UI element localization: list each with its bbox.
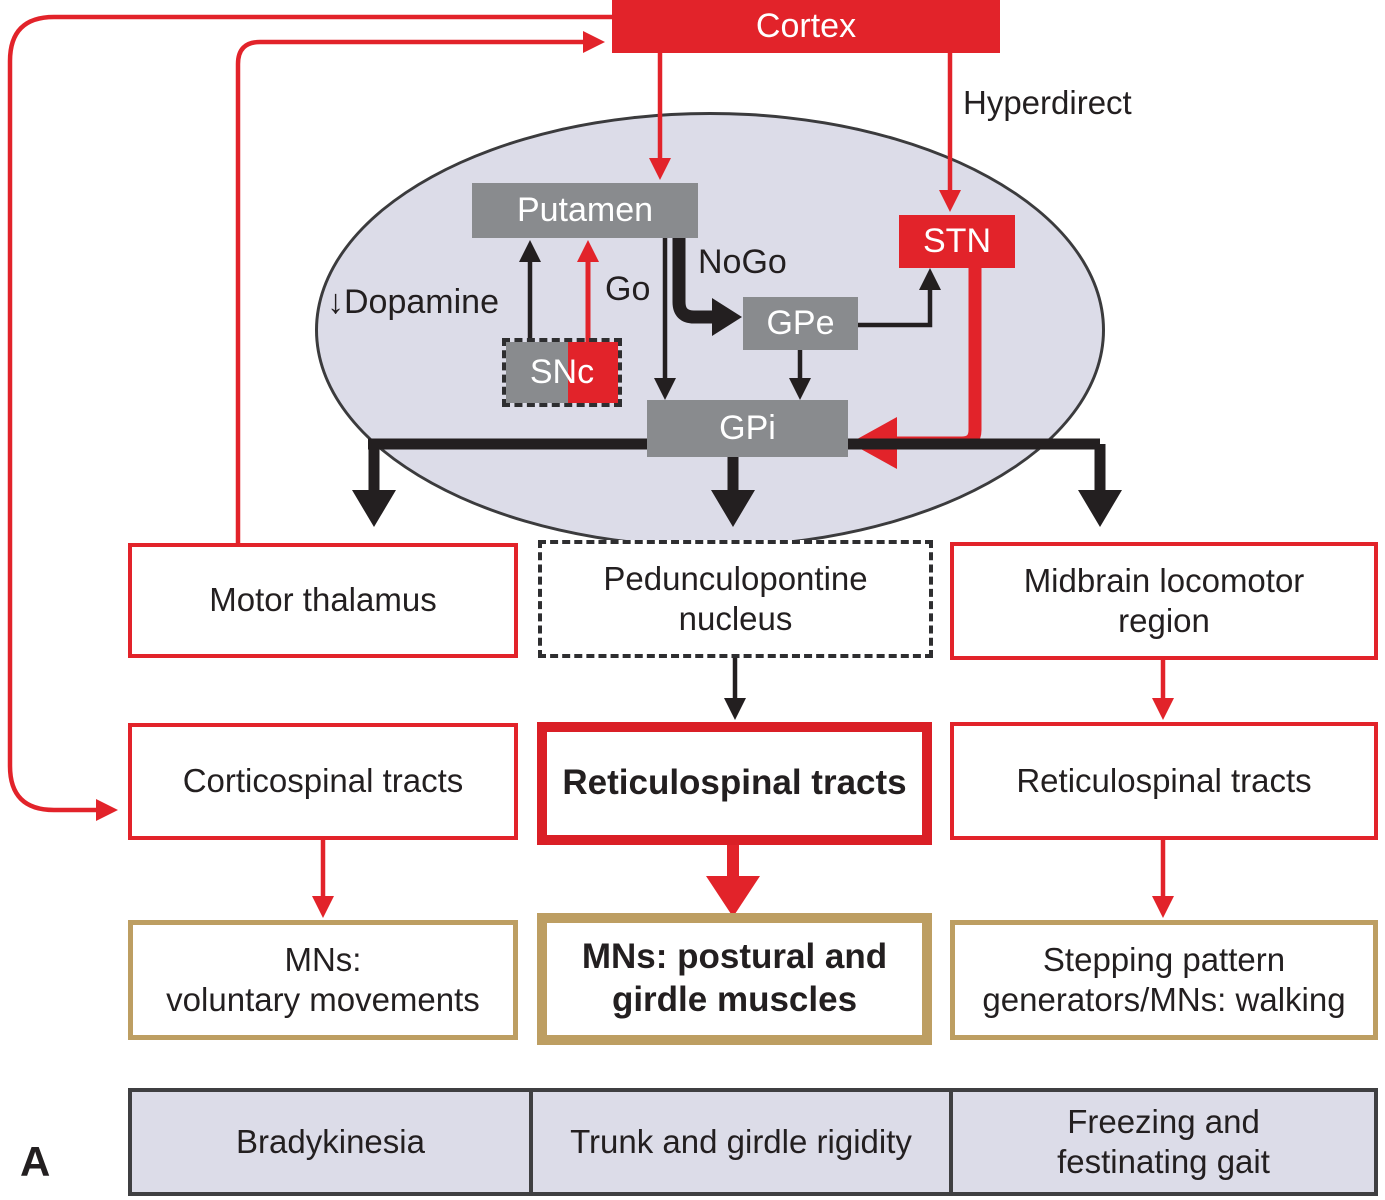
head-cortex-corticospinal <box>96 799 118 821</box>
mns-postural-box: MNs: postural and girdle muscles <box>537 913 932 1045</box>
midbrain-locomotor-label: Midbrain locomotor region <box>1023 561 1305 639</box>
snc-box: SNc <box>502 338 622 407</box>
reticulospinal-tracts-right-box: Reticulospinal tracts <box>950 722 1378 840</box>
outcome-table: Bradykinesia Trunk and girdle rigidity F… <box>128 1088 1378 1196</box>
snc-label: SNc <box>529 353 595 391</box>
reticulospinal-tracts-mid-label: Reticulospinal tracts <box>562 763 907 803</box>
head-gpi-to-midbrain <box>1078 490 1122 527</box>
freezing-gait-label: Freezing and festinating gait <box>1057 1103 1270 1180</box>
reticulospinal-tracts-right-label: Reticulospinal tracts <box>1016 761 1312 799</box>
gpi-box: GPi <box>647 400 848 457</box>
cortex-box: Cortex <box>612 0 1000 53</box>
reticulospinal-tracts-mid-box: Reticulospinal tracts <box>537 722 932 845</box>
outcome-cell-bradykinesia: Bradykinesia <box>132 1092 533 1192</box>
head-midbrain-reticulospinal <box>1152 698 1174 720</box>
motor-thalamus-box: Motor thalamus <box>128 543 518 658</box>
head-ppn-reticulospinal <box>724 698 746 720</box>
gpi-label: GPi <box>719 408 776 447</box>
gpe-label: GPe <box>766 303 835 342</box>
corticospinal-tracts-label: Corticospinal tracts <box>182 762 464 800</box>
cortex-label: Cortex <box>755 6 857 45</box>
stepping-pattern-label: Stepping pattern generators/MNs: walking <box>982 940 1346 1018</box>
bradykinesia-label: Bradykinesia <box>236 1123 425 1161</box>
mns-voluntary-box: MNs: voluntary movements <box>128 920 518 1040</box>
nogo-label: NoGo <box>698 243 787 281</box>
head-gpi-to-thalamus <box>352 490 396 527</box>
go-label: Go <box>605 270 651 308</box>
putamen-box: Putamen <box>472 183 698 238</box>
head-reticulospinal-mns-postural <box>706 876 760 917</box>
head-thalamus-cortex <box>583 31 605 53</box>
mns-voluntary-label: MNs: voluntary movements <box>166 940 480 1018</box>
pedunculopontine-label: Pedunculopontine nucleus <box>603 559 868 637</box>
stepping-pattern-box: Stepping pattern generators/MNs: walking <box>950 920 1378 1040</box>
midbrain-locomotor-box: Midbrain locomotor region <box>950 542 1378 660</box>
basal-ganglia-ellipse <box>315 112 1105 548</box>
stn-box: STN <box>899 215 1015 268</box>
gpe-box: GPe <box>743 297 858 350</box>
figure-panel-label: A <box>20 1138 51 1185</box>
corticospinal-tracts-box: Corticospinal tracts <box>128 723 518 840</box>
stn-label: STN <box>923 221 991 260</box>
pedunculopontine-box: Pedunculopontine nucleus <box>538 540 933 658</box>
outcome-cell-freezing-gait: Freezing and festinating gait <box>953 1092 1374 1192</box>
motor-thalamus-label: Motor thalamus <box>209 581 437 619</box>
outcome-cell-trunk-rigidity: Trunk and girdle rigidity <box>533 1092 953 1192</box>
head-corticospinal-mns <box>312 896 334 918</box>
trunk-rigidity-label: Trunk and girdle rigidity <box>570 1123 912 1161</box>
hyperdirect-label: Hyperdirect <box>963 84 1132 121</box>
dopamine-label: ↓Dopamine <box>327 283 499 321</box>
head-reticulospinal-stepping <box>1152 896 1174 918</box>
putamen-label: Putamen <box>516 190 654 229</box>
mns-postural-label: MNs: postural and girdle muscles <box>581 937 888 1019</box>
